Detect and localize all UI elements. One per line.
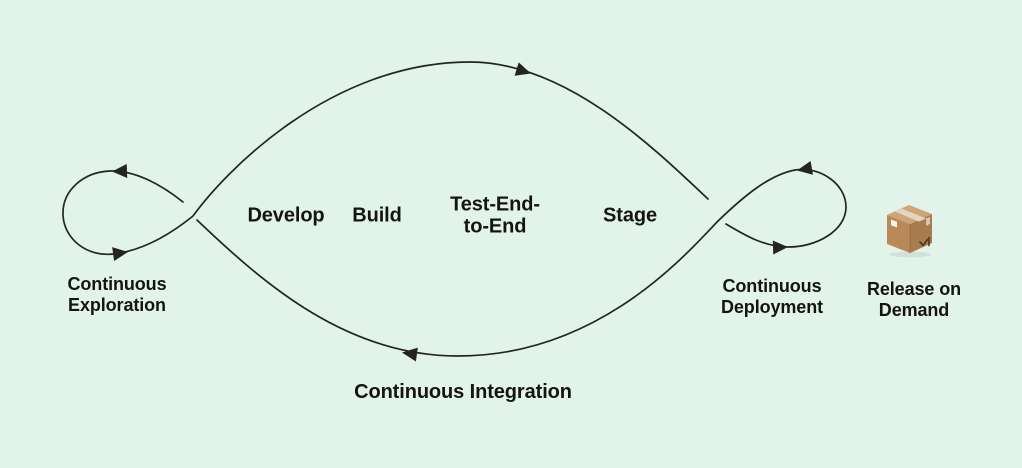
- step-stage-label: Stage: [603, 204, 657, 227]
- release-on-demand-line1: Release on: [866, 279, 962, 299]
- arrowhead-deployment-loop-top-icon: [797, 161, 813, 175]
- arrowhead-top-arc-right-icon: [514, 62, 531, 76]
- package-icon: [887, 205, 932, 258]
- continuous-deployment-label: Continuous Deployment: [721, 276, 823, 318]
- arrowhead-exploration-loop-bottom-icon: [112, 247, 128, 262]
- step-test-end-to-end-line2: to-End: [463, 215, 527, 237]
- exploration-loop-and-top-arc: [62, 61, 709, 256]
- step-test-end-to-end-line1: Test-End-: [450, 193, 540, 216]
- deployment-loop-and-bottom-arc: [196, 168, 847, 357]
- continuous-exploration-line2: Exploration: [68, 295, 166, 315]
- step-test-end-to-end-label: Test-End- to-End: [450, 193, 540, 238]
- arrowhead-deployment-loop-bottom-icon: [772, 240, 788, 255]
- release-on-demand-label: Release on Demand: [867, 279, 961, 321]
- continuous-exploration-line1: Continuous: [67, 274, 167, 294]
- continuous-integration-label: Continuous Integration: [354, 381, 572, 403]
- arrowhead-exploration-loop-top-icon: [112, 163, 128, 178]
- continuous-deployment-line2: Deployment: [720, 297, 824, 317]
- arrowhead-bottom-arc-left-icon: [402, 347, 418, 362]
- step-develop-label: Develop: [247, 204, 325, 227]
- continuous-deployment-line1: Continuous: [722, 276, 822, 296]
- release-on-demand-line2: Demand: [878, 300, 950, 320]
- continuous-exploration-label: Continuous Exploration: [68, 274, 167, 316]
- step-build-label: Build: [352, 204, 402, 227]
